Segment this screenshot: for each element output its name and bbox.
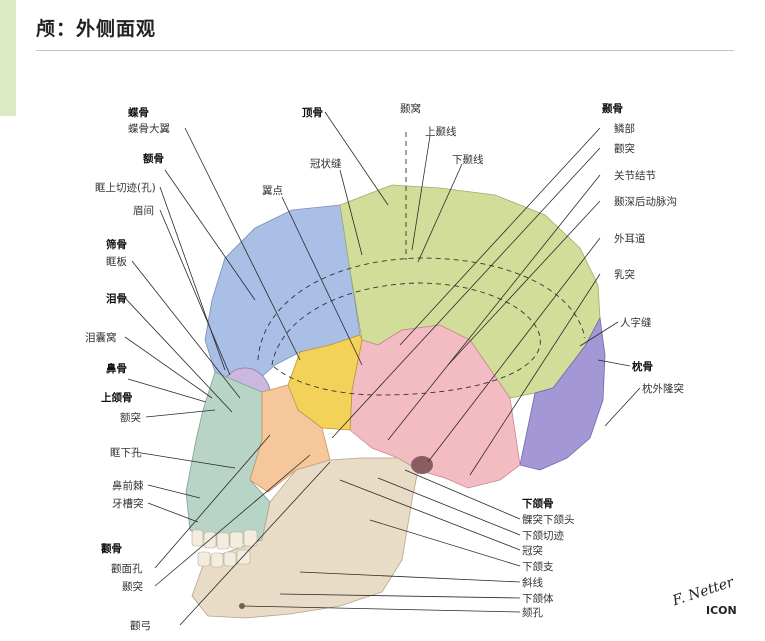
label-oblique-line: 斜线 (522, 576, 543, 589)
label-frontal-notch: 眶上切迹(孔) (95, 181, 156, 194)
label-mandible-body: 下颌体 (522, 592, 554, 605)
label-lacrimal-bone: 泪骨 (106, 292, 127, 305)
label-lambdoid-suture: 人字缝 (620, 316, 652, 329)
label-sphenoid-bone: 蝶骨 (128, 106, 149, 119)
label-zygomaticofacial-foramen: 颧面孔 (111, 562, 143, 575)
label-condylar-process: 髁突下颌头 (522, 513, 575, 526)
label-inferior-temporal-line: 下颞线 (452, 153, 484, 166)
label-orbital-plate: 眶板 (106, 255, 127, 268)
label-temporal-bone: 颞骨 (601, 103, 623, 115)
label-frontal-bone: 额骨 (142, 152, 164, 165)
label-ramus: 下颌支 (522, 560, 554, 573)
label-external-acoustic-meatus: 外耳道 (614, 232, 646, 245)
label-mental-foramen: 颏孔 (522, 606, 543, 619)
label-zygomatic-arch: 颧弓 (130, 620, 151, 632)
label-mandible: 下颌骨 (522, 497, 554, 510)
temporal-bone-region (349, 324, 521, 489)
label-glabella: 眉间 (133, 204, 154, 217)
publisher-logo: ICON (706, 604, 737, 617)
label-temporal-fossa: 颞窝 (400, 102, 421, 115)
title-divider (36, 50, 734, 51)
label-coronoid-process: 冠突 (522, 544, 543, 557)
occipital-bone-region (519, 316, 606, 471)
label-squamous-part: 鳞部 (614, 122, 635, 135)
label-infraorbital-foramen: 眶下孔 (110, 446, 142, 459)
label-zygomatic-bone: 颧骨 (101, 542, 122, 555)
label-frontal-process: 额突 (120, 411, 141, 424)
label-greater-wing: 蝶骨大翼 (128, 122, 170, 135)
label-mastoid-process: 乳突 (614, 268, 635, 281)
label-superior-temporal-line: 上颞线 (425, 125, 457, 138)
side-accent-bar (0, 0, 16, 116)
label-maxilla: 上颌骨 (101, 391, 133, 404)
label-mandibular-notch: 下颌切迹 (522, 529, 564, 542)
label-external-occipital-protuberance: 枕外隆突 (642, 382, 684, 395)
label-nasal-bone: 鼻骨 (106, 362, 127, 375)
page-title: 颅：外侧面观 (36, 18, 157, 40)
external-acoustic-meatus-shape (411, 456, 433, 474)
label-ethmoid-bone: 筛骨 (106, 238, 127, 251)
label-temporal-process: 颞突 (122, 580, 143, 593)
mental-foramen-dot (239, 603, 245, 609)
leader-lines (124, 111, 641, 626)
label-groove-deep-temporal-artery: 颞深后动脉沟 (614, 195, 677, 208)
label-alveolar-process: 牙槽突 (112, 497, 144, 510)
label-zygomatic-process: 颧突 (614, 142, 635, 155)
label-lacrimal-fossa: 泪囊窝 (85, 331, 117, 344)
label-occipital-bone: 枕骨 (632, 360, 653, 373)
label-anterior-nasal-spine: 鼻前棘 (112, 479, 144, 492)
label-pterion: 翼点 (262, 185, 283, 197)
label-articular-tubercle: 关节结节 (614, 169, 656, 182)
label-parietal-bone: 顶骨 (302, 107, 323, 119)
label-coronal-suture: 冠状缝 (310, 157, 342, 170)
teeth (191, 529, 258, 568)
